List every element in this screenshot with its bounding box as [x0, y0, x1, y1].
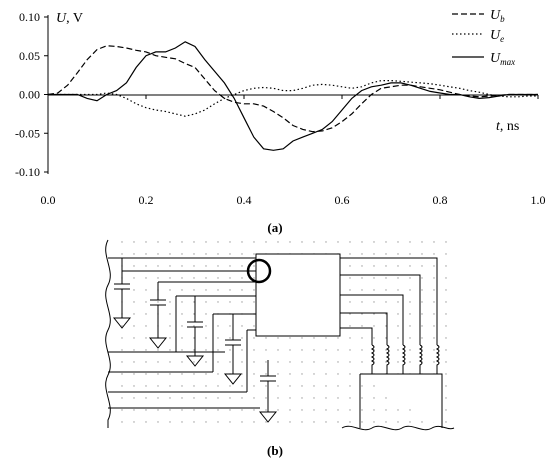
- x-axis-unit: , ns: [500, 119, 519, 134]
- y-tick-label: -0.10: [15, 165, 40, 179]
- y-tick-label: 0.05: [19, 49, 40, 63]
- ic-right-traces: [340, 257, 438, 345]
- y-axis-label: U, V: [56, 11, 83, 26]
- wavy-edge-left: [105, 239, 111, 428]
- y-tick-marks: [44, 16, 48, 173]
- series-line-max: [48, 41, 538, 151]
- y-tick-label: 0.00: [19, 88, 40, 102]
- capacitor-2: [148, 282, 168, 349]
- trace-cap3: [175, 295, 256, 352]
- y-tick-label: -0.05: [15, 126, 40, 140]
- trace-cap5: [246, 329, 256, 392]
- capacitor-3: [185, 296, 205, 367]
- caption-a: (a): [267, 220, 282, 235]
- legend-label-e: Ue: [490, 28, 504, 44]
- load-block: [359, 373, 443, 428]
- caption-b: (b): [267, 443, 283, 458]
- x-tick-marks: [47, 95, 539, 99]
- x-tick-label: 0.6: [335, 193, 350, 207]
- y-axis-unit: , V: [66, 11, 83, 26]
- circuit-diagram: [105, 239, 455, 431]
- legend-label-b: Ub: [490, 8, 505, 24]
- series-line-b: [47, 45, 538, 133]
- x-tick-label: 0.2: [139, 193, 154, 207]
- x-tick-label: 1.0: [531, 193, 546, 207]
- y-tick-labels: 0.10 0.05 0.00 -0.05 -0.10: [15, 10, 40, 179]
- x-tick-label: 0.0: [41, 193, 56, 207]
- y-axis-var: U: [56, 11, 67, 26]
- x-tick-labels: 0.0 0.2 0.4 0.6 0.8 1.0: [41, 193, 546, 207]
- inductors: [370, 344, 440, 374]
- wavy-edge-bottom: [341, 425, 455, 431]
- trace-cap4: [212, 313, 256, 372]
- series-line-e: [48, 79, 538, 117]
- x-axis-var: t: [496, 119, 501, 134]
- x-tick-label: 0.4: [237, 193, 252, 207]
- x-axis-label: t, ns: [496, 119, 519, 134]
- y-tick-label: 0.10: [19, 10, 40, 24]
- x-tick-label: 0.8: [433, 193, 448, 207]
- capacitor-5: [258, 360, 278, 423]
- series-lines: [47, 41, 538, 151]
- legend-label-max: Umax: [490, 51, 515, 67]
- capacitor-4: [223, 314, 243, 385]
- chart-a: 0.10 0.05 0.00 -0.05 -0.10 0.0 0.2 0.4 0.6 0.8 1.…: [15, 8, 546, 207]
